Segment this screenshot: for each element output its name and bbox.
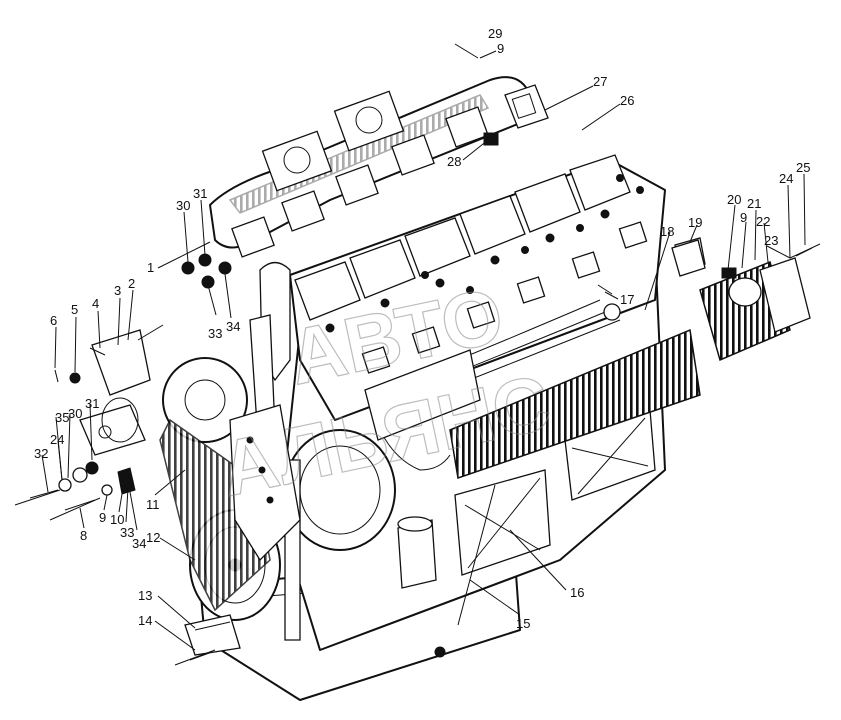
callout-25: 25 — [796, 160, 810, 175]
callout-33-upper: 33 — [208, 326, 222, 341]
callout-labels: 1 2 3 4 5 6 8 9 9 9 10 11 12 13 14 15 16… — [34, 26, 810, 631]
callout-24-left: 24 — [50, 432, 64, 447]
head-nuts — [325, 174, 644, 333]
callout-30-top: 30 — [176, 198, 190, 213]
mounting-hardware — [14, 239, 821, 666]
callout-9-top: 9 — [497, 41, 504, 56]
callout-12: 12 — [146, 530, 160, 545]
callout-2: 2 — [128, 276, 135, 291]
callout-30-left: 30 — [68, 406, 82, 421]
head-ports — [361, 221, 648, 374]
dipstick — [457, 484, 496, 626]
callout-6: 6 — [50, 313, 57, 328]
callout-14: 14 — [138, 613, 152, 628]
callout-35: 35 — [55, 410, 69, 425]
callout-1: 1 — [147, 260, 154, 275]
callout-10: 10 — [110, 512, 124, 527]
callout-11: 11 — [146, 497, 160, 512]
callout-5: 5 — [71, 302, 78, 317]
bracket-lower — [79, 404, 146, 456]
callout-8: 8 — [80, 528, 87, 543]
injection-pump — [364, 349, 481, 441]
callout-31-left: 31 — [85, 396, 99, 411]
callout-9-right: 9 — [740, 210, 747, 225]
support-bracket — [91, 329, 151, 396]
callout-18: 18 — [660, 224, 674, 239]
callout-15: 15 — [516, 616, 530, 631]
alternator-bracket — [229, 404, 301, 562]
callout-16: 16 — [570, 585, 584, 600]
callout-22: 22 — [756, 214, 770, 229]
leader-lines — [41, 50, 806, 651]
fan-pulley — [162, 357, 248, 443]
callout-4: 4 — [92, 296, 99, 311]
callout-27: 27 — [593, 74, 607, 89]
callout-9-left: 9 — [99, 510, 106, 525]
callout-31-top: 31 — [193, 186, 207, 201]
callout-23: 23 — [764, 233, 778, 248]
callout-17: 17 — [620, 292, 634, 307]
callout-20: 20 — [727, 192, 741, 207]
engine-illustration — [14, 43, 821, 701]
callout-24-right: 24 — [779, 171, 793, 186]
callout-34-lower: 34 — [132, 536, 146, 551]
intake-manifold — [449, 328, 701, 479]
callout-34-upper: 34 — [226, 319, 240, 334]
callout-28: 28 — [447, 154, 461, 169]
callout-3: 3 — [114, 283, 121, 298]
valve-covers — [294, 154, 631, 321]
plug — [483, 132, 499, 146]
callout-33-lower: 33 — [120, 525, 134, 540]
block-side-cover-1 — [454, 469, 551, 576]
callout-19: 19 — [688, 215, 702, 230]
callout-26: 26 — [620, 93, 634, 108]
manifold-gasket — [504, 84, 549, 129]
callout-32: 32 — [34, 446, 48, 461]
front-mount — [184, 614, 241, 656]
callout-29: 29 — [488, 26, 502, 41]
manifold-flanges — [231, 90, 489, 258]
callout-13: 13 — [138, 588, 152, 603]
callout-21: 21 — [747, 196, 761, 211]
